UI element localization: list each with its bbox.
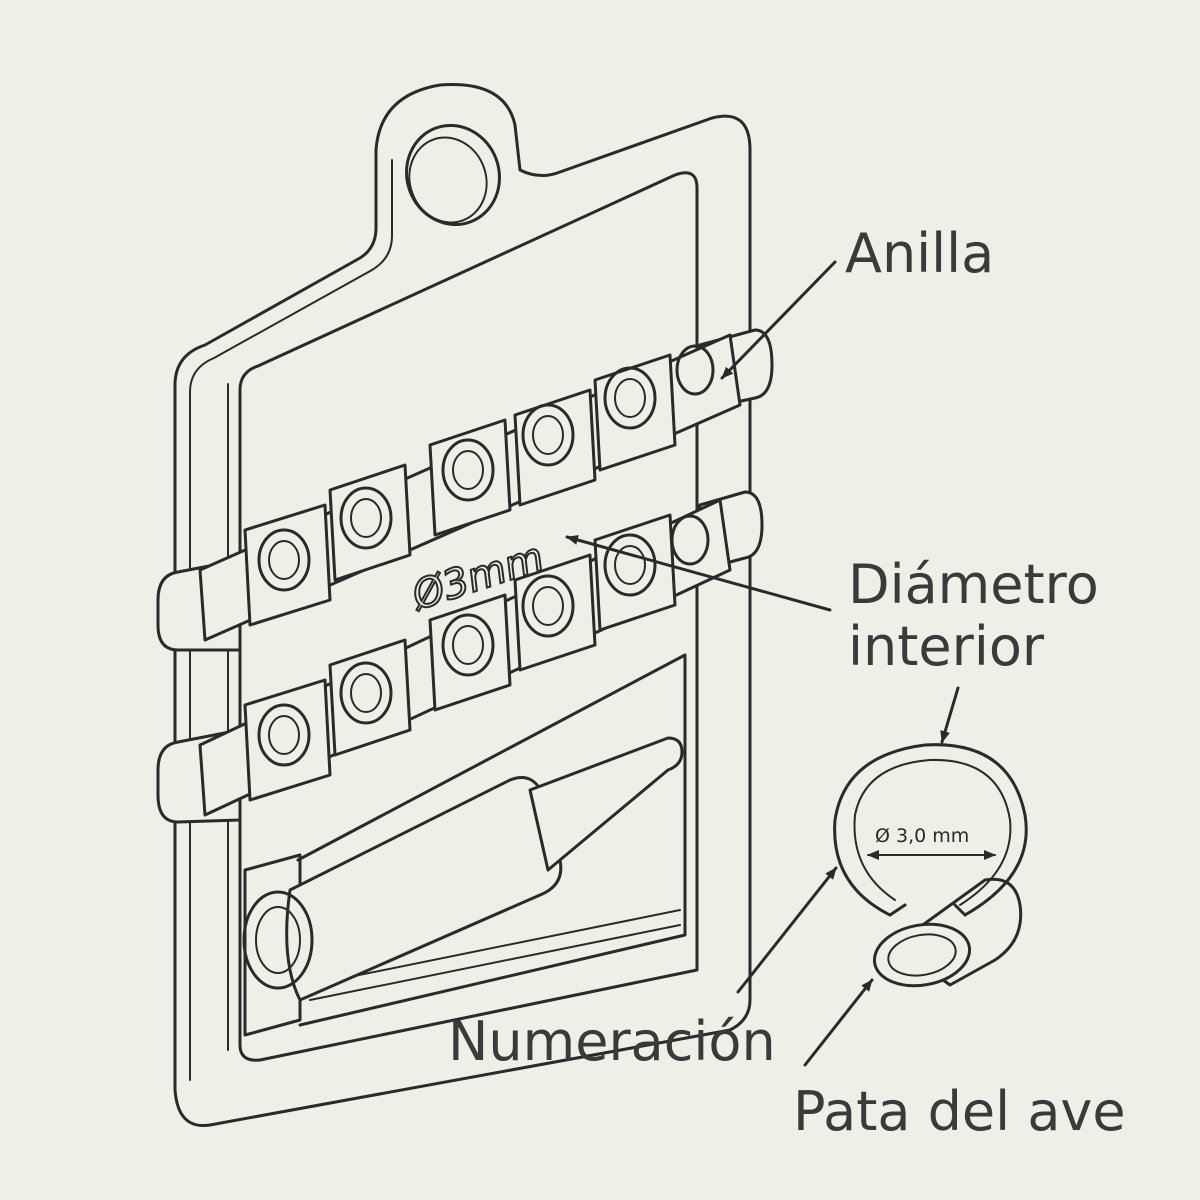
card-ring bbox=[328, 463, 412, 582]
label-numbering: Numeración bbox=[448, 1010, 776, 1073]
label-bird-leg: Pata del ave bbox=[793, 1080, 1126, 1143]
ring-inner bbox=[853, 758, 1012, 906]
card-ring bbox=[243, 678, 332, 802]
applicator-tool bbox=[285, 776, 563, 1002]
runner-end-ring-1 bbox=[675, 344, 715, 396]
label-inner-diameter-2: interior bbox=[848, 615, 1045, 678]
card-outer-edge bbox=[189, 159, 393, 1081]
card-ring bbox=[513, 553, 597, 672]
applicator-tip bbox=[528, 736, 684, 872]
ring-outer bbox=[833, 743, 1028, 917]
runner-end-ring-2 bbox=[670, 514, 710, 566]
leg-ring: Ø 3,0 mm bbox=[833, 743, 1028, 988]
ring-row-1 bbox=[243, 344, 715, 627]
card-ring bbox=[513, 388, 597, 507]
bird-leg-end bbox=[872, 922, 972, 988]
arrow-numbering bbox=[736, 866, 838, 994]
hanging-hole bbox=[405, 123, 501, 227]
card-ring bbox=[593, 513, 677, 632]
applicator-end bbox=[242, 890, 314, 990]
label-inner-diameter-1: Diámetro bbox=[848, 553, 1099, 616]
card-inner-window bbox=[238, 171, 699, 1062]
arrow-ring bbox=[720, 260, 837, 380]
arrow-bird-leg bbox=[803, 978, 874, 1067]
card-ring bbox=[428, 593, 512, 712]
hanging-hole-inner bbox=[408, 136, 488, 224]
arrow-inner-diameter-2 bbox=[940, 686, 960, 744]
card-ring bbox=[328, 638, 412, 757]
card-ring bbox=[428, 418, 512, 537]
ring-row-2 bbox=[243, 513, 710, 802]
card-ring bbox=[243, 503, 332, 627]
ring-dimension: Ø 3,0 mm bbox=[875, 825, 969, 847]
card-ring bbox=[593, 353, 677, 472]
arrow-inner-diameter bbox=[565, 535, 832, 612]
label-ring: Anilla bbox=[845, 222, 994, 285]
card-outer-outline bbox=[173, 83, 752, 1128]
lower-window bbox=[242, 653, 687, 1037]
